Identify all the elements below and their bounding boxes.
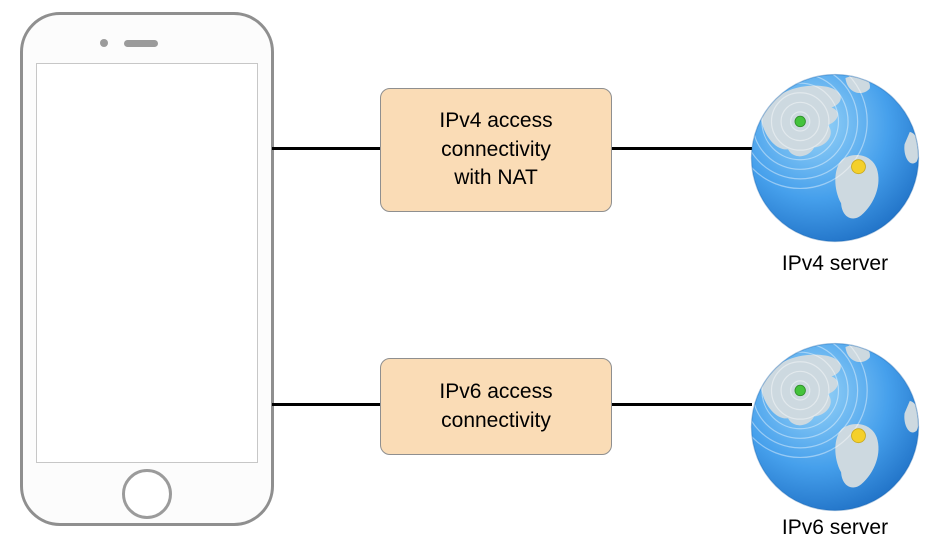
globe-yellow-dot <box>851 428 866 444</box>
globe-green-dot <box>794 384 806 397</box>
ipv6-server-globe-icon <box>750 342 920 512</box>
ipv4-access-box-line: with NAT <box>454 166 538 190</box>
ipv4-server-globe-icon <box>750 73 920 243</box>
ipv4-access-box-line: IPv4 access <box>439 108 553 132</box>
phone-camera-icon <box>100 39 108 47</box>
globe-signal-rings <box>751 343 868 459</box>
ipv6-access-box-line: IPv6 access <box>439 379 553 403</box>
ipv4-access-box: IPv4 access connectivity with NAT <box>380 88 612 212</box>
smartphone-illustration <box>20 12 274 526</box>
globe-outline <box>750 73 920 243</box>
ipv4-access-box-line: connectivity <box>441 137 551 161</box>
globe-landmass <box>761 344 919 488</box>
globe-green-dot <box>794 115 806 128</box>
connector-line-ipv4-box-to-server <box>610 147 752 150</box>
ipv6-access-box-line: connectivity <box>441 408 551 432</box>
connector-line-ipv6-box-to-server <box>610 403 752 406</box>
ipv4-server-label: IPv4 server <box>781 252 889 275</box>
ipv6-access-box: IPv6 access connectivity <box>380 358 612 455</box>
connector-line-phone-to-ipv6-box <box>272 403 380 406</box>
ipv6-server-label: IPv6 server <box>781 516 889 539</box>
connector-line-phone-to-ipv4-box <box>272 147 380 150</box>
phone-home-button-icon <box>122 469 172 519</box>
phone-speaker-icon <box>124 40 158 47</box>
globe-outline <box>750 342 920 512</box>
phone-screen <box>36 63 258 463</box>
globe-yellow-dot <box>851 159 866 175</box>
